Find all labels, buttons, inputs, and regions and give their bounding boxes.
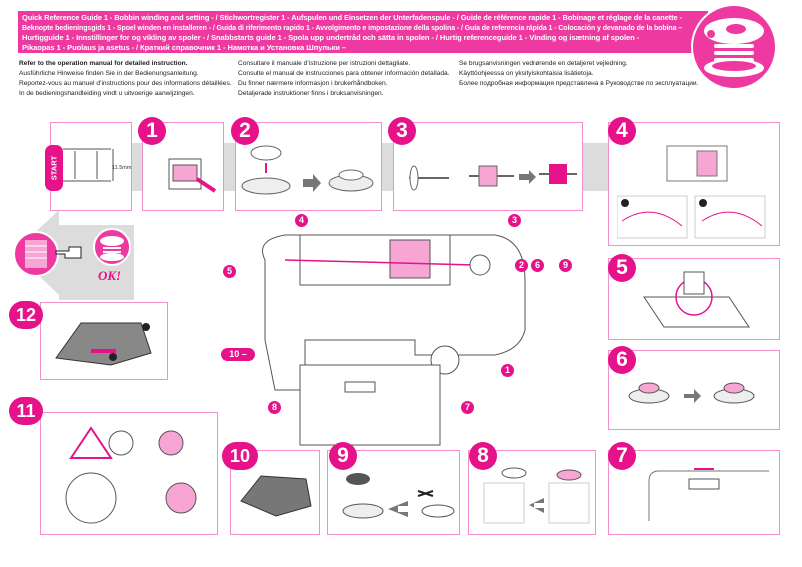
step-11-panel (40, 412, 218, 535)
instruction-text: Detaljerade instruktioner finns i bruksa… (238, 90, 384, 97)
ok-label: OK! (98, 268, 122, 283)
step-badge-9: 9 (329, 442, 357, 470)
step-badge-3: 3 (388, 117, 416, 145)
stop-winding-illustration (483, 467, 590, 524)
part-label-4: 4 (295, 214, 308, 227)
step-badge-12: 12 (9, 301, 43, 329)
step-badge-8: 8 (469, 442, 497, 470)
winder-shaft-illustration (648, 468, 769, 521)
part-label-1: 1 (501, 364, 514, 377)
step-4-panel (608, 122, 780, 246)
wound-bobbin-icon (93, 228, 131, 266)
thread-tension-disc-illustration (643, 271, 750, 328)
thread-guide-illustration (617, 145, 766, 239)
instructions-col-1: Refer to the operation manual for detail… (19, 59, 232, 99)
bobbin-dimension-diagram (63, 148, 114, 182)
title-banner: Quick Reference Guide 1 - Bobbin winding… (18, 11, 708, 53)
step-7-panel (608, 450, 780, 535)
step-10-panel (230, 450, 320, 535)
start-panel (50, 122, 132, 211)
step-badge-2: 2 (231, 117, 259, 145)
title-line: Quick Reference Guide 1 - Bobbin winding… (22, 13, 682, 22)
step-badge-7: 7 (608, 442, 636, 470)
title-line: Hurtigguide 1 - Innstillinger for og vik… (22, 33, 640, 42)
spool-pin-illustration (409, 164, 577, 191)
instruction-text: Consulte el manual de instrucciones para… (238, 70, 450, 77)
step-2-panel (235, 122, 382, 211)
part-label-9: 9 (559, 259, 572, 272)
power-switch-illustration (168, 158, 217, 193)
step-badge-10: 10 (222, 442, 258, 470)
sewing-machine-illustration (262, 234, 526, 446)
start-label: START (49, 155, 59, 181)
step-badge-5: 5 (608, 254, 636, 282)
start-tag: START (45, 145, 63, 191)
instruction-text: Более подробная информация представлена … (459, 80, 699, 87)
part-label-10-12: 10 – 12 (221, 348, 255, 372)
bobbin-on-spindle-illustration (241, 145, 374, 195)
cut-thread-illustration (342, 473, 455, 519)
title-line: Pikaopas 1 - Puolaus ja asetus - / Кратк… (22, 43, 346, 52)
instruction-text: Ausführliche Hinweise finden Sie in der … (19, 70, 199, 77)
instruction-text: In de bedieningshandleiding vindt u uitv… (19, 90, 195, 97)
close-cover-illustration (240, 475, 312, 517)
bobbin-cover-illustration (55, 322, 152, 366)
bobbin-icon (691, 4, 777, 90)
instructions-col-2: Consultare il manuale d’istruzione per i… (238, 59, 450, 99)
bobbin-dimension: 11.5mm (112, 165, 132, 171)
instructions-col-3: Se brugsanvisningen vedrørende en detalj… (459, 59, 698, 89)
bobbin-insert-illustration (65, 426, 197, 524)
step-badge-4: 4 (608, 117, 636, 145)
step-5-panel (608, 258, 780, 340)
step-6-panel (608, 350, 780, 430)
instruction-text: Consultare il manuale d’istruzione per i… (238, 60, 411, 67)
instruction-text: Refer to the operation manual for detail… (19, 60, 188, 67)
title-line: Beknopte bedieningsgids 1 - Spoel winden… (22, 23, 683, 32)
part-label-8: 8 (268, 401, 281, 414)
step-3-panel (393, 122, 583, 211)
step-badge-1: 1 (138, 117, 166, 145)
part-label-6: 6 (531, 259, 544, 272)
instruction-text: Se brugsanvisningen vedrørende en detalj… (459, 60, 628, 67)
part-label-5: 5 (223, 265, 236, 278)
instruction-text: Käyttöohjeessa on yksityiskohtaisia lisä… (459, 70, 594, 77)
step-badge-6: 6 (608, 346, 636, 374)
step-12-panel (40, 302, 168, 380)
hold-thread-illustration (628, 382, 755, 404)
step-badge-11: 11 (9, 397, 43, 425)
part-label-2: 2 (515, 259, 528, 272)
part-label-3: 3 (508, 214, 521, 227)
step-1-panel (142, 122, 224, 211)
thread-spool-icon (13, 231, 59, 277)
pointing-hand-icon (55, 246, 82, 259)
part-label-7: 7 (461, 401, 474, 414)
instruction-text: Du finner nærmere informasjon i brukerhå… (238, 80, 388, 87)
instruction-text: Reportez-vous au manuel d’instructions p… (19, 80, 232, 87)
